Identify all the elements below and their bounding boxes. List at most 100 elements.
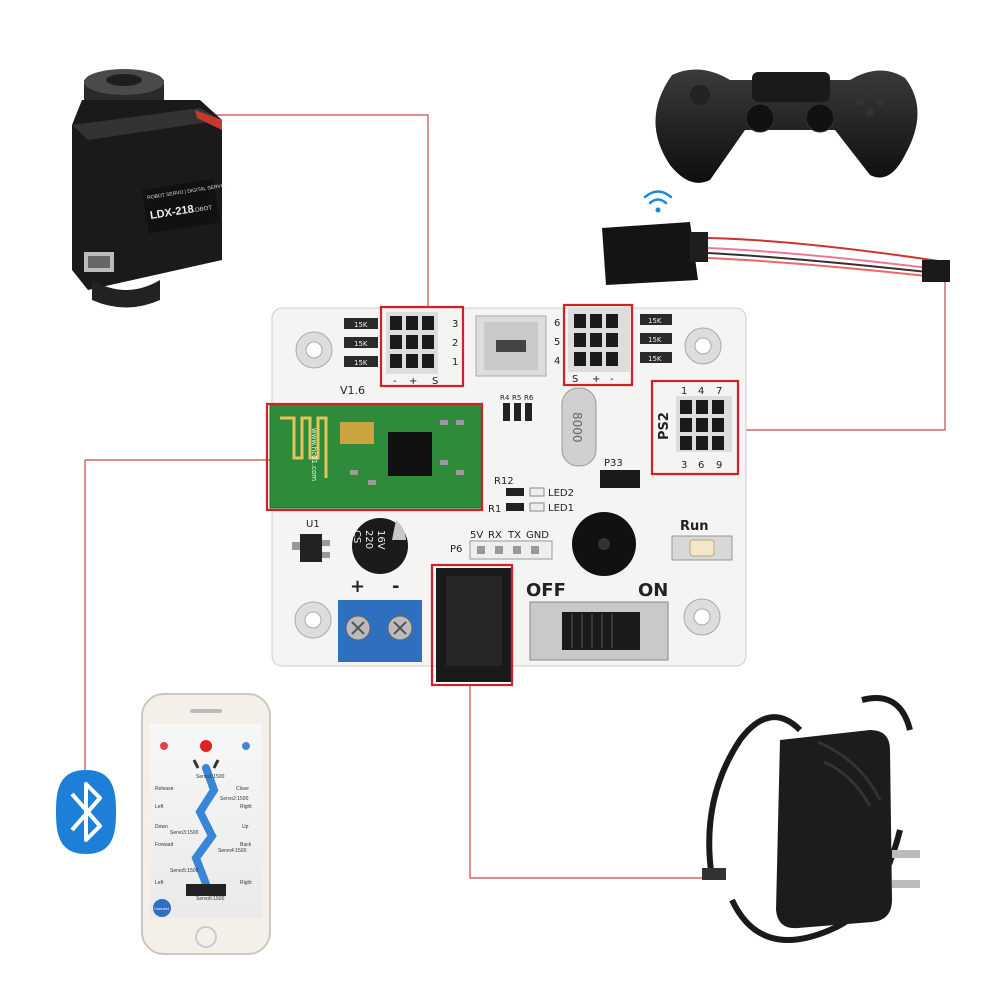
run-label: Run [680,519,709,534]
servo-left-pin-minus: - [393,376,397,387]
phone-down: Down [155,824,168,830]
ps2-pin-1: 1 [681,386,687,397]
servo-right-num-6: 6 [554,318,560,329]
resistor-left-2: 15K [354,340,368,348]
uart-gnd-label: GND [526,530,549,541]
crystal-oscillator: 8000 [561,387,597,467]
bluetooth-icon [56,770,116,854]
servo-left-num-2: 2 [452,338,458,349]
r1-label: R1 [488,504,501,515]
resistor-right-3: 15K [648,355,662,363]
phone-forward: Forward [155,842,174,848]
servo-left-num-1: 1 [452,357,458,368]
led1-label: LED1 [548,503,574,514]
r4-label: R4 [500,394,510,402]
highlight-servo-left [379,305,465,388]
uart-5v-label: 5V [470,530,483,541]
cap-brand: CS [351,530,362,543]
servo-right-num-4: 4 [554,356,560,367]
ps2-connector-line [738,282,946,431]
phone-close: Close [236,786,249,792]
phone-servo5: Servo5:1500 [170,868,199,874]
ps2-gamepad [655,69,918,183]
power-switch: OFF ON [526,580,669,661]
led2-label: LED2 [548,488,574,499]
r12-label: R12 [494,476,514,487]
u1-label: U1 [306,519,320,530]
r5-label: R5 [512,394,521,402]
run-button: Run [671,519,733,561]
board-version: V1.6 [340,384,365,397]
connector-lines [84,114,946,879]
resistor-left-1: 15K [354,321,368,329]
terminal-plus-label: + [350,576,365,597]
servo-motor: ROBOT SERVO | DIGITAL SERVO LDX-218 LOBO… [72,69,225,308]
terminal-minus-label: - [392,576,399,597]
phone-up: Up [242,824,249,830]
highlight-servo-right [562,303,634,387]
phone-back: Back [240,842,252,848]
ps2-label: PS2 [657,412,672,440]
ps2-pin-6: 6 [698,460,704,471]
power-connector-line [469,685,712,879]
u1-regulator: U1 [292,519,330,562]
uart-header: 5V RX TX GND P6 [450,530,553,560]
uart-rx-label: RX [488,530,502,541]
ps2-pin-3: 3 [681,460,687,471]
highlight-boxes [265,303,740,687]
p6-label: P6 [450,544,462,555]
ps2-pin-9: 9 [716,460,722,471]
controller-board: 3 2 1 - + S 15K 15K 15K V1.6 R4 [269,307,747,682]
ps2-header: PS2 1 4 7 3 6 9 [657,386,732,471]
servo-right-pin-s: S [572,374,578,385]
phone-left-2: Left [155,880,164,886]
power-terminal-block: + - [338,576,422,662]
ps2-receiver [602,222,950,285]
mini-usb-port [475,315,547,377]
phone-connect: Connect [154,906,170,911]
status-leds: R12 R1 LED2 LED1 [488,476,574,515]
phone-servo1: Servo1:1500 [196,774,225,780]
highlight-bluetooth [265,402,484,512]
mounting-holes [294,327,722,639]
electrolytic-capacitor: 16V 220 CS [351,518,408,574]
switch-off-label: OFF [526,580,566,601]
robot-arm-graphic [186,759,226,896]
phone-right-2: Right [240,880,252,886]
servo-right-pin-plus: + [592,374,600,385]
servo-left-num-3: 3 [452,319,458,330]
switch-on-label: ON [638,580,668,601]
phone-servo3: Servo3:1500 [170,830,199,836]
cap-voltage: 16V [375,530,386,550]
bluetooth-connector-line [84,459,270,770]
wifi-icon [643,190,673,213]
servo-left-pin-plus: + [409,376,417,387]
servo-connector-line [215,114,429,310]
phone-servo6: Servo6:1500 [196,896,225,902]
phone-servo4: Servo4:1500 [218,848,247,854]
r6-label: R6 [524,394,534,402]
servo-brand: LOBOT [192,205,213,214]
ps2-pin-4: 4 [698,386,704,397]
highlight-ps2 [650,379,740,476]
servo-right-num-5: 5 [554,337,560,348]
p33-jumper: P33 [600,458,640,488]
servo-right-pin-minus: - [610,374,614,385]
bluetooth-module: www.hc01.com [269,403,483,509]
servo-header-right: 6 5 4 S + - [554,308,630,385]
bt-module-label: www.hc01.com [310,428,318,481]
dc-power-jack [436,568,512,682]
crystal-label: 8000 [570,412,584,443]
uart-tx-label: TX [507,530,521,541]
phone-left: Left [155,804,164,810]
resistor-left-3: 15K [354,359,368,367]
buzzer [572,512,636,576]
phone-release: Release [155,786,174,792]
servo-header-left: 3 2 1 - + S [386,312,458,387]
phone-right: Right [240,804,252,810]
ps2-pin-7: 7 [716,386,722,397]
highlight-dc-jack [430,563,514,687]
resistor-right-1: 15K [648,317,662,325]
phone-servo2: Servo2:1500 [220,796,249,802]
